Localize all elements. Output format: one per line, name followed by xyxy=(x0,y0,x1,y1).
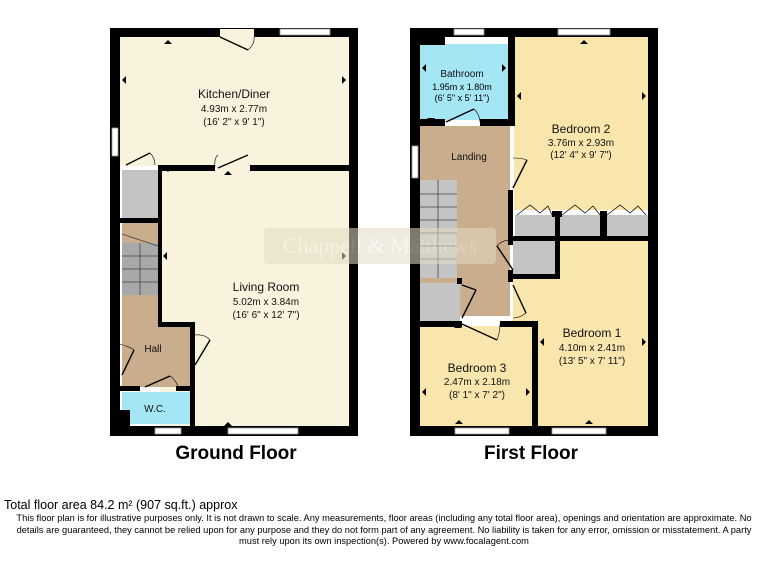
bedroom-2-room xyxy=(514,36,648,210)
disclaimer: This floor plan is for illustrative purp… xyxy=(16,513,752,546)
airing-cupboard xyxy=(420,283,460,321)
wc-label: W.C. xyxy=(144,404,166,415)
landing-label: Landing xyxy=(451,152,487,163)
svg-text:(16' 6" x 12' 7"): (16' 6" x 12' 7") xyxy=(232,310,299,321)
bedroom-3-window xyxy=(454,427,510,435)
svg-text:(12' 4" x 9' 7"): (12' 4" x 9' 7") xyxy=(550,150,612,161)
living-room-label: Living Room xyxy=(233,280,300,294)
svg-text:2.47m x 2.18m: 2.47m x 2.18m xyxy=(444,377,510,388)
svg-text:Chappell & Matthews: Chappell & Matthews xyxy=(283,233,477,258)
svg-text:(6' 5" x 5' 11"): (6' 5" x 5' 11") xyxy=(435,93,490,103)
stairs-treads xyxy=(121,233,159,295)
kitchen-label: Kitchen/Diner xyxy=(198,87,270,101)
bedroom-3-room xyxy=(420,326,534,428)
bedroom-3-label: Bedroom 3 xyxy=(448,361,507,375)
bathroom-window xyxy=(453,28,485,36)
ground-floor: Kitchen/Diner 4.93m x 2.77m (16' 2" x 9'… xyxy=(110,28,358,464)
understairs-cupboard xyxy=(122,170,158,220)
ground-doors xyxy=(111,29,255,388)
wc-window xyxy=(154,427,182,435)
total-floor-area: Total floor area 84.2 m² (907 sq.ft.) ap… xyxy=(4,498,238,512)
kitchen-window xyxy=(279,28,331,36)
bedroom-2-window xyxy=(557,28,611,36)
floor-plan: Kitchen/Diner 4.93m x 2.77m (16' 2" x 9'… xyxy=(110,28,658,464)
svg-text:(16' 2" x 9' 1"): (16' 2" x 9' 1") xyxy=(203,117,265,128)
svg-text:4.10m x 2.41m: 4.10m x 2.41m xyxy=(559,343,625,354)
svg-text:1.95m x 1.80m: 1.95m x 1.80m xyxy=(432,82,492,92)
svg-text:3.76m x 2.93m: 3.76m x 2.93m xyxy=(548,138,614,149)
svg-text:(13' 5" x 7' 11"): (13' 5" x 7' 11") xyxy=(559,356,625,367)
svg-text:(8' 1" x 7' 2"): (8' 1" x 7' 2") xyxy=(449,390,505,401)
kitchen-side-window xyxy=(111,127,119,157)
wardrobes xyxy=(515,215,648,237)
svg-text:4.93m x 2.77m: 4.93m x 2.77m xyxy=(201,104,267,115)
first-floor: Bathroom 1.95m x 1.80m (6' 5" x 5' 11") … xyxy=(410,28,658,464)
bedroom-2-label: Bedroom 2 xyxy=(552,122,611,136)
first-floor-title: First Floor xyxy=(484,443,579,464)
landing-window xyxy=(411,145,419,179)
living-window xyxy=(227,427,299,435)
wc-room xyxy=(122,392,190,424)
bedroom-1-label: Bedroom 1 xyxy=(563,326,622,340)
hall-label: Hall xyxy=(144,344,161,355)
bedroom-cupboard xyxy=(513,240,555,276)
ground-floor-title: Ground Floor xyxy=(175,443,297,464)
bathroom-label: Bathroom xyxy=(440,69,483,80)
bathroom-room xyxy=(418,44,508,120)
watermark-logo: Chappell & Matthews xyxy=(264,228,496,264)
kitchen-diner-room xyxy=(118,36,350,166)
bedroom-1-room xyxy=(556,240,648,428)
svg-text:5.02m x 3.84m: 5.02m x 3.84m xyxy=(233,297,299,308)
first-doors xyxy=(445,108,647,341)
bedroom-1-window xyxy=(551,427,607,435)
